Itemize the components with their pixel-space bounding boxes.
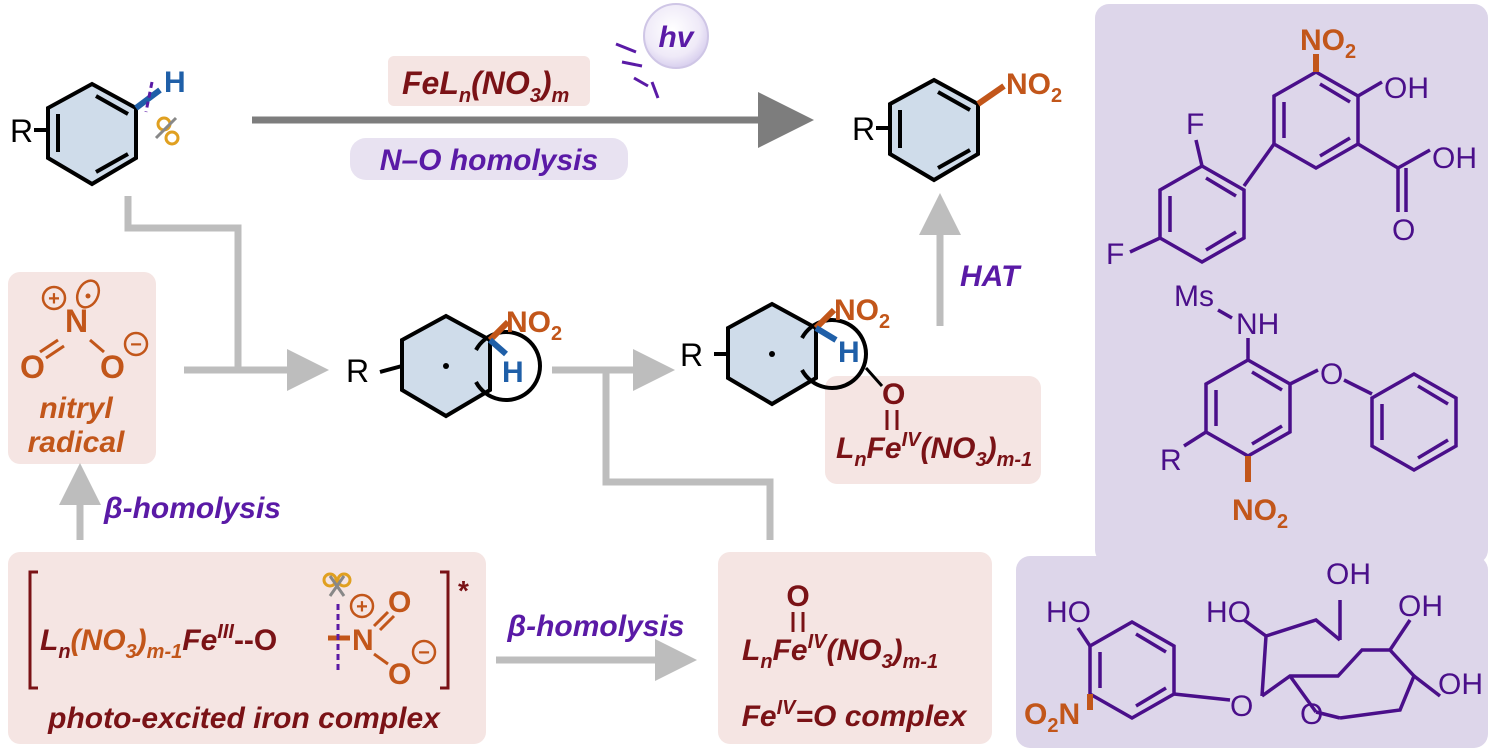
product-no2: NO2 <box>1006 68 1062 107</box>
feo-o: O <box>786 580 809 613</box>
intermediate2-r: R <box>680 337 703 373</box>
example3-o-link: O <box>1230 690 1253 723</box>
example3-ho-sugar: HO <box>1206 596 1251 629</box>
nitryl-minus-icon: − <box>123 331 149 357</box>
example2-r: R <box>1160 444 1182 477</box>
product-r: R <box>852 111 875 147</box>
reagent-label: FeLn(NO3)m <box>402 65 569 107</box>
photo-complex-no-single <box>373 652 389 666</box>
substrate-cut-line <box>144 81 154 113</box>
feo-complex-panel <box>718 552 992 744</box>
svg-text:N: N <box>65 303 88 339</box>
feo-caption: FeIV=O complex <box>742 697 968 733</box>
light-label: hv <box>658 21 695 54</box>
photo-complex-formula: Ln(NO3)m-1FeIII--O <box>40 621 277 663</box>
substrate-r: R <box>10 113 33 149</box>
photo-complex-n: N <box>352 624 374 657</box>
branch-connector <box>124 196 242 370</box>
intermediate1-cn-bond <box>487 319 511 343</box>
intermediate1-no2: NO2 <box>506 306 562 345</box>
feo-formula: LnFeIV(NO3)m-1 <box>742 631 938 673</box>
intermediate2-cn-bond <box>813 307 837 331</box>
substrate-ch-bond <box>134 87 162 111</box>
nitryl-caption-2: radical <box>28 426 125 459</box>
example2-nh: NH <box>1236 308 1279 341</box>
feo-connector <box>602 370 774 540</box>
example2-ms: Ms <box>1174 280 1214 313</box>
nitryl-radical-lobe-icon <box>75 279 101 309</box>
intermediate2-h-o-bond <box>864 367 884 387</box>
intermediate2-radical-dot <box>769 351 775 357</box>
intermediate1-radical-dot <box>443 363 449 369</box>
example3-oh-right: OH <box>1398 590 1443 623</box>
photo-complex-minus-icon: − <box>411 639 437 665</box>
examples-panel-upper <box>1095 4 1488 564</box>
example2-o: O <box>1320 358 1343 391</box>
example3-structure <box>1076 600 1442 721</box>
examples-panel-lower <box>1016 556 1488 748</box>
example2-structure <box>1183 308 1458 473</box>
beta-homolysis-left: β-homolysis <box>103 492 281 525</box>
example1-oh: OH <box>1384 72 1429 105</box>
nitryl-panel <box>8 272 156 464</box>
photo-complex-scissors-icon <box>322 572 352 597</box>
intermediate1-ch-bond <box>488 337 508 357</box>
intermediate1-r: R <box>346 353 369 389</box>
photo-complex-no-double-2 <box>378 614 396 632</box>
example1-acid-oh: OH <box>1432 142 1477 175</box>
nitryl-plus-icon: + <box>41 285 67 311</box>
example3-oh-ch2: OH <box>1438 668 1483 701</box>
substrate-benzene <box>34 81 138 187</box>
photo-complex-panel <box>8 552 486 744</box>
photo-complex-o-bot: O <box>388 658 411 691</box>
svg-text:+: + <box>356 596 368 618</box>
substrate-h: H <box>164 66 186 99</box>
example1-f-top: F <box>1186 108 1204 141</box>
example1-f-bottom: F <box>1106 238 1124 271</box>
reagent-pill <box>388 56 590 106</box>
intermediate2-no2: NO2 <box>834 294 890 333</box>
condition-label: N–O homolysis <box>380 144 598 177</box>
product-cn-bond <box>976 83 1006 107</box>
svg-text:O: O <box>20 349 45 385</box>
light-icon <box>615 3 709 99</box>
product-benzene <box>876 77 980 183</box>
example1-acid-o: O <box>1392 214 1415 247</box>
intermediate2-fe-label: LnFeIV(NO3)m-1 <box>836 429 1032 471</box>
svg-text:O: O <box>100 349 125 385</box>
photo-complex-plus-icon: + <box>349 593 375 619</box>
nitryl-structure: N O O <box>20 303 125 385</box>
example3-o-ring: O <box>1300 698 1323 731</box>
hat-label: HAT <box>960 260 1022 293</box>
example1-no2: NO2 <box>1300 24 1356 63</box>
example3-oh-top: OH <box>1326 558 1371 591</box>
scissors-icon <box>154 116 180 146</box>
photo-complex-o-top: O <box>388 586 411 619</box>
beta-homolysis-bottom: β-homolysis <box>507 610 685 643</box>
photo-complex-star: * <box>458 575 469 606</box>
intermediate2-h: H <box>838 336 860 369</box>
intermediate2-o: O <box>882 378 905 411</box>
svg-text:−: − <box>418 642 430 664</box>
example3-o2n: O2N <box>1024 698 1080 737</box>
photo-complex-caption: photo-excited iron complex <box>47 702 441 735</box>
svg-text:−: − <box>130 334 142 356</box>
condition-pill <box>350 138 628 180</box>
intermediate2-ch-bond <box>814 325 838 343</box>
intermediate1-h: H <box>502 356 524 389</box>
intermediate2-fe-panel <box>825 376 1041 484</box>
svg-text:+: + <box>48 288 60 310</box>
example2-no2: NO2 <box>1232 494 1288 533</box>
example3-ho-phenol: HO <box>1046 596 1091 629</box>
photo-complex-brackets <box>28 570 450 690</box>
nitryl-caption-1: nitryl <box>39 392 113 425</box>
example1-structure <box>1129 69 1431 265</box>
photo-complex-no-double-1 <box>372 610 390 628</box>
